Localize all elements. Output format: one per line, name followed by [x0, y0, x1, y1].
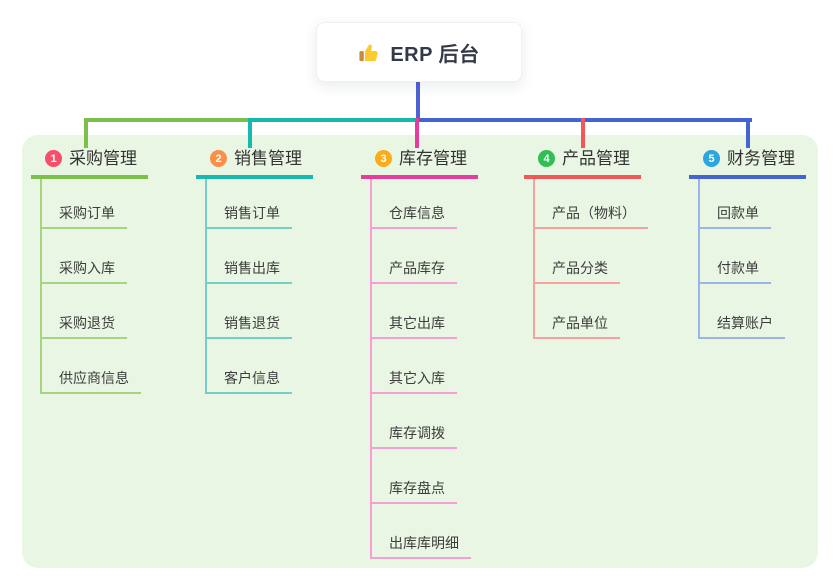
branch-number-badge: 5	[703, 150, 720, 167]
child-item[interactable]: 供应商信息	[42, 339, 141, 394]
child-label: 结算账户	[717, 315, 773, 331]
branch-number-badge: 3	[375, 150, 392, 167]
child-item[interactable]: 库存盘点	[372, 449, 457, 504]
branch-5: 5 财务管理 回款单 付款单 结算账户	[689, 147, 806, 339]
branch-header[interactable]: 1 采购管理	[31, 147, 148, 179]
child-label: 销售退货	[224, 315, 280, 331]
branch-header[interactable]: 2 销售管理	[196, 147, 313, 179]
branch-number-badge: 1	[45, 150, 62, 167]
child-label: 销售出库	[224, 260, 280, 276]
branch-header[interactable]: 5 财务管理	[689, 147, 806, 179]
child-label: 客户信息	[224, 370, 280, 386]
child-item[interactable]: 产品库存	[372, 229, 457, 284]
child-item[interactable]: 采购入库	[42, 229, 127, 284]
branch-3: 3 库存管理 仓库信息 产品库存 其它出库 其它入库 库存调拨 库存盘点 出库库…	[361, 147, 478, 559]
branch-drop-line	[248, 118, 252, 148]
child-item[interactable]: 销售订单	[207, 179, 292, 229]
child-label: 产品分类	[552, 260, 608, 276]
branch-4: 4 产品管理 产品（物料） 产品分类 产品单位	[524, 147, 648, 339]
child-item[interactable]: 其它入库	[372, 339, 457, 394]
branch-label: 采购管理	[69, 149, 137, 168]
child-item[interactable]: 销售出库	[207, 229, 292, 284]
child-item[interactable]: 产品分类	[535, 229, 620, 284]
child-label: 库存盘点	[389, 480, 445, 496]
child-label: 采购入库	[59, 260, 115, 276]
branch-children: 销售订单 销售出库 销售退货 客户信息	[205, 179, 292, 394]
child-label: 产品（物料）	[552, 205, 636, 221]
child-label: 产品单位	[552, 315, 608, 331]
branch-drop-line	[415, 118, 419, 148]
child-label: 采购订单	[59, 205, 115, 221]
root-stem-line	[416, 82, 420, 122]
child-item[interactable]: 采购订单	[42, 179, 127, 229]
child-label: 销售订单	[224, 205, 280, 221]
branch-number-badge: 2	[210, 150, 227, 167]
child-item[interactable]: 付款单	[700, 229, 771, 284]
child-label: 其它入库	[389, 370, 445, 386]
branch-number-badge: 4	[538, 150, 555, 167]
child-item[interactable]: 回款单	[700, 179, 771, 229]
branch-children: 回款单 付款单 结算账户	[698, 179, 785, 339]
branch-label: 销售管理	[234, 149, 302, 168]
child-item[interactable]: 客户信息	[207, 339, 292, 394]
child-label: 付款单	[717, 260, 759, 276]
branch-label: 库存管理	[399, 149, 467, 168]
root-title: ERP 后台	[390, 43, 480, 66]
child-item[interactable]: 产品单位	[535, 284, 620, 339]
branch-1: 1 采购管理 采购订单 采购入库 采购退货 供应商信息	[31, 147, 148, 394]
child-item[interactable]: 仓库信息	[372, 179, 457, 229]
branch-header[interactable]: 3 库存管理	[361, 147, 478, 179]
child-item[interactable]: 产品（物料）	[535, 179, 648, 229]
branch-drop-line	[746, 118, 750, 148]
background-panel	[22, 135, 818, 568]
child-item[interactable]: 采购退货	[42, 284, 127, 339]
branch-2: 2 销售管理 销售订单 销售出库 销售退货 客户信息	[196, 147, 313, 394]
thumbs-up-icon	[358, 41, 381, 64]
child-label: 其它出库	[389, 315, 445, 331]
child-item[interactable]: 销售退货	[207, 284, 292, 339]
child-label: 出库库明细	[389, 535, 459, 551]
branch-drop-line	[84, 118, 88, 148]
branch-label: 财务管理	[727, 149, 795, 168]
branch-label: 产品管理	[562, 149, 630, 168]
child-item[interactable]: 结算账户	[700, 284, 785, 339]
child-label: 产品库存	[389, 260, 445, 276]
child-item[interactable]: 库存调拨	[372, 394, 457, 449]
branch-children: 仓库信息 产品库存 其它出库 其它入库 库存调拨 库存盘点 出库库明细	[370, 179, 471, 559]
child-label: 采购退货	[59, 315, 115, 331]
child-label: 供应商信息	[59, 370, 129, 386]
child-label: 仓库信息	[389, 205, 445, 221]
branch-header[interactable]: 4 产品管理	[524, 147, 641, 179]
connector-bus-line	[86, 118, 254, 122]
child-label: 回款单	[717, 205, 759, 221]
branch-children: 产品（物料） 产品分类 产品单位	[533, 179, 648, 339]
child-label: 库存调拨	[389, 425, 445, 441]
connector-bus-line	[418, 118, 752, 122]
branch-children: 采购订单 采购入库 采购退货 供应商信息	[40, 179, 141, 394]
child-item[interactable]: 其它出库	[372, 284, 457, 339]
root-node[interactable]: ERP 后台	[316, 22, 522, 82]
branch-drop-line	[581, 118, 585, 148]
child-item[interactable]: 出库库明细	[372, 504, 471, 559]
connector-bus-line	[250, 118, 420, 122]
